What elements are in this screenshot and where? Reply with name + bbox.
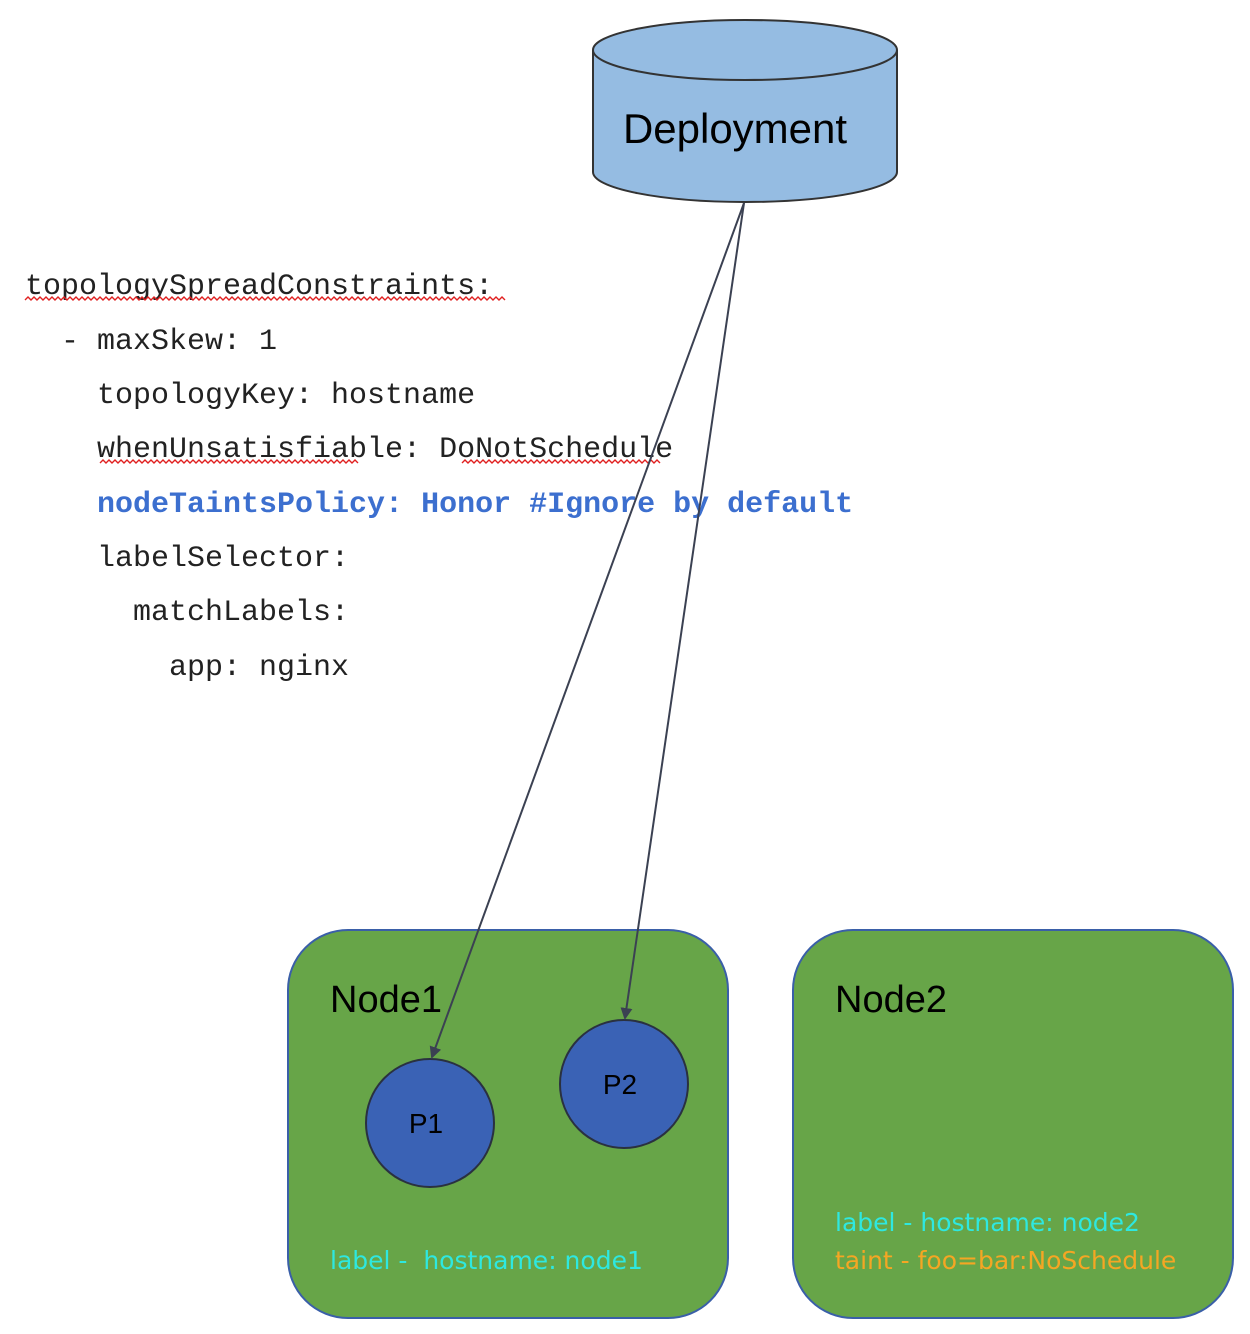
code-line-2: - maxSkew: 1 (25, 325, 277, 359)
node1-title: Node1 (330, 979, 442, 1021)
node1-box: Node1 P1 P2 label - hostname: node1 (287, 929, 729, 1319)
code-line-1: topologySpreadConstraints: (25, 270, 493, 304)
node2-taint-text: taint - foo=bar:NoSchedule (835, 1246, 1176, 1275)
node2-label-text: label - hostname: node2 (835, 1208, 1140, 1237)
deployment-cylinder-body (592, 50, 898, 203)
node2-title: Node2 (835, 979, 947, 1021)
deployment-label: Deployment (623, 105, 847, 152)
pod-p2: P2 (559, 1019, 689, 1149)
arrow-deployment-to-p1 (429, 202, 745, 1059)
code-line-6: labelSelector: (25, 542, 349, 576)
code-line-7: matchLabels: (25, 596, 349, 630)
yaml-code-block: topologySpreadConstraints: - maxSkew: 1 … (24, 270, 853, 685)
pod-p1: P1 (365, 1058, 495, 1188)
spellcheck-underline-whenUnsatisfiable (99, 459, 359, 464)
node1-label-text: label - hostname: node1 (330, 1246, 643, 1275)
node2-background (792, 929, 1234, 1319)
code-line-8: app: nginx (25, 651, 349, 685)
deployment-cylinder-top (592, 19, 898, 81)
pod-p2-label: P2 (603, 1069, 637, 1100)
arrow-deployment-to-p2 (620, 202, 745, 1020)
code-line-3: topologyKey: hostname (25, 379, 475, 413)
spellcheck-underline-topologySpreadConstraints (24, 296, 506, 301)
code-line-5-highlighted: nodeTaintsPolicy: Honor #Ignore by defau… (25, 488, 853, 522)
pod-p1-circle (365, 1058, 495, 1188)
spellcheck-underline-DoNotSchedule (461, 459, 661, 464)
pod-p2-circle (559, 1019, 689, 1149)
deployment-cylinder: Deployment (592, 19, 898, 203)
pod-p1-label: P1 (409, 1108, 443, 1139)
node2-box: Node2 label - hostname: node2 taint - fo… (792, 929, 1234, 1319)
